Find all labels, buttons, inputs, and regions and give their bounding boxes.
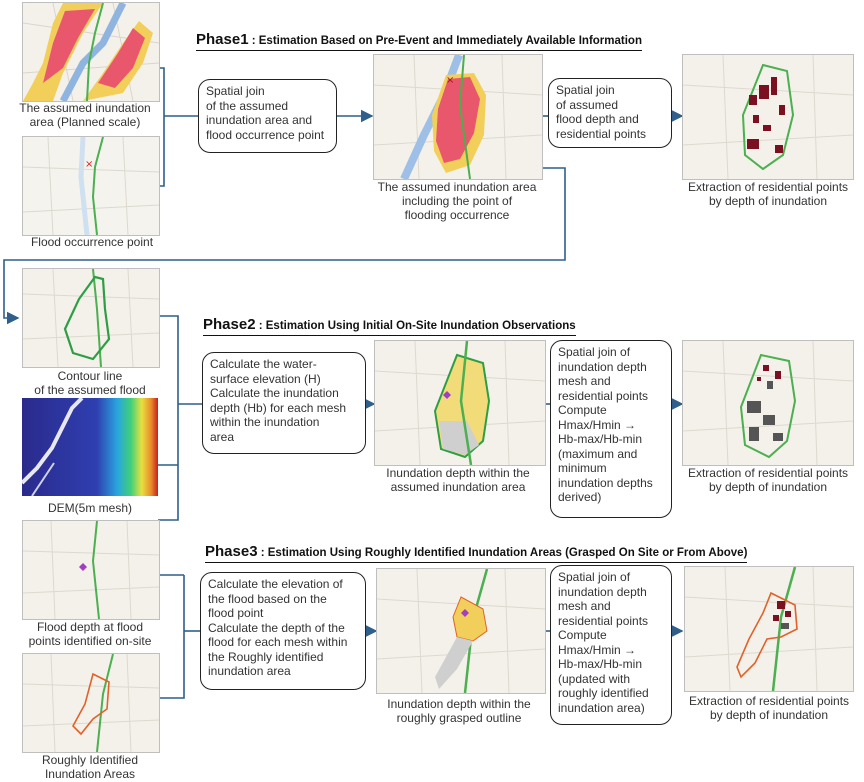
- caption-flood-depth-points: Flood depth at flood points identified o…: [28, 620, 152, 648]
- caption-assumed-area: The assumed inundation area (Planned sca…: [19, 101, 151, 129]
- phase1-name: Phase1: [196, 31, 249, 48]
- caption-p1-mid: The assumed inundation area including th…: [377, 180, 537, 222]
- rough-areas-map: [22, 653, 160, 753]
- p1-join-area-box: Spatial join of the assumed inundation a…: [198, 79, 337, 153]
- p3-mid-map: [376, 568, 546, 694]
- phase1-title: : Estimation Based on Pre-Event and Imme…: [248, 35, 642, 47]
- phase1-heading: Phase1 : Estimation Based on Pre-Event a…: [196, 31, 642, 51]
- caption-occurrence-point: Flood occurrence point: [30, 235, 154, 249]
- phase2-name: Phase2: [203, 316, 256, 333]
- contour-line-map: [22, 268, 160, 368]
- caption-p3-mid: Inundation depth within the roughly gras…: [387, 697, 531, 725]
- svg-text:×: ×: [446, 75, 454, 86]
- phase2-title: : Estimation Using Initial On-Site Inund…: [255, 320, 576, 332]
- dem-map: [22, 398, 158, 496]
- caption-p1-result: Extraction of residential points by dept…: [687, 180, 849, 208]
- caption-contour: Contour line of the assumed flood: [34, 369, 146, 397]
- caption-p3-result: Extraction of residential points by dept…: [688, 694, 850, 722]
- p1-result-map: [682, 54, 854, 180]
- phase3-heading: Phase3 : Estimation Using Roughly Identi…: [205, 543, 748, 563]
- phase3-name: Phase3: [205, 543, 258, 560]
- p3-calc-box: Calculate the elevation of the flood bas…: [200, 572, 366, 690]
- phase3-title: : Estimation Using Roughly Identified In…: [257, 547, 748, 559]
- flood-occurrence-point-map: ×: [22, 136, 160, 236]
- svg-text:×: ×: [85, 159, 93, 170]
- caption-rough-areas: Roughly Identified Inundation Areas: [41, 753, 139, 781]
- assumed-inundation-area-map: [22, 2, 160, 102]
- p1-join-depth-box: Spatial join of assumed flood depth and …: [548, 78, 672, 148]
- p3-result-map: [684, 566, 854, 692]
- p2-join-box: Spatial join of inundation depth mesh an…: [550, 340, 672, 518]
- caption-p2-mid: Inundation depth within the assumed inun…: [386, 466, 530, 494]
- p2-mid-map: [374, 340, 546, 466]
- caption-p2-result: Extraction of residential points by dept…: [687, 466, 849, 494]
- phase2-heading: Phase2 : Estimation Using Initial On-Sit…: [203, 316, 576, 336]
- caption-dem: DEM(5m mesh): [47, 501, 132, 515]
- flood-depth-points-map: [22, 520, 160, 620]
- p3-join-box: Spatial join of inundation depth mesh an…: [550, 565, 672, 725]
- p1-mid-map: ×: [373, 54, 543, 180]
- p2-result-map: [682, 340, 854, 466]
- p2-calc-box: Calculate the water- surface elevation (…: [202, 352, 366, 454]
